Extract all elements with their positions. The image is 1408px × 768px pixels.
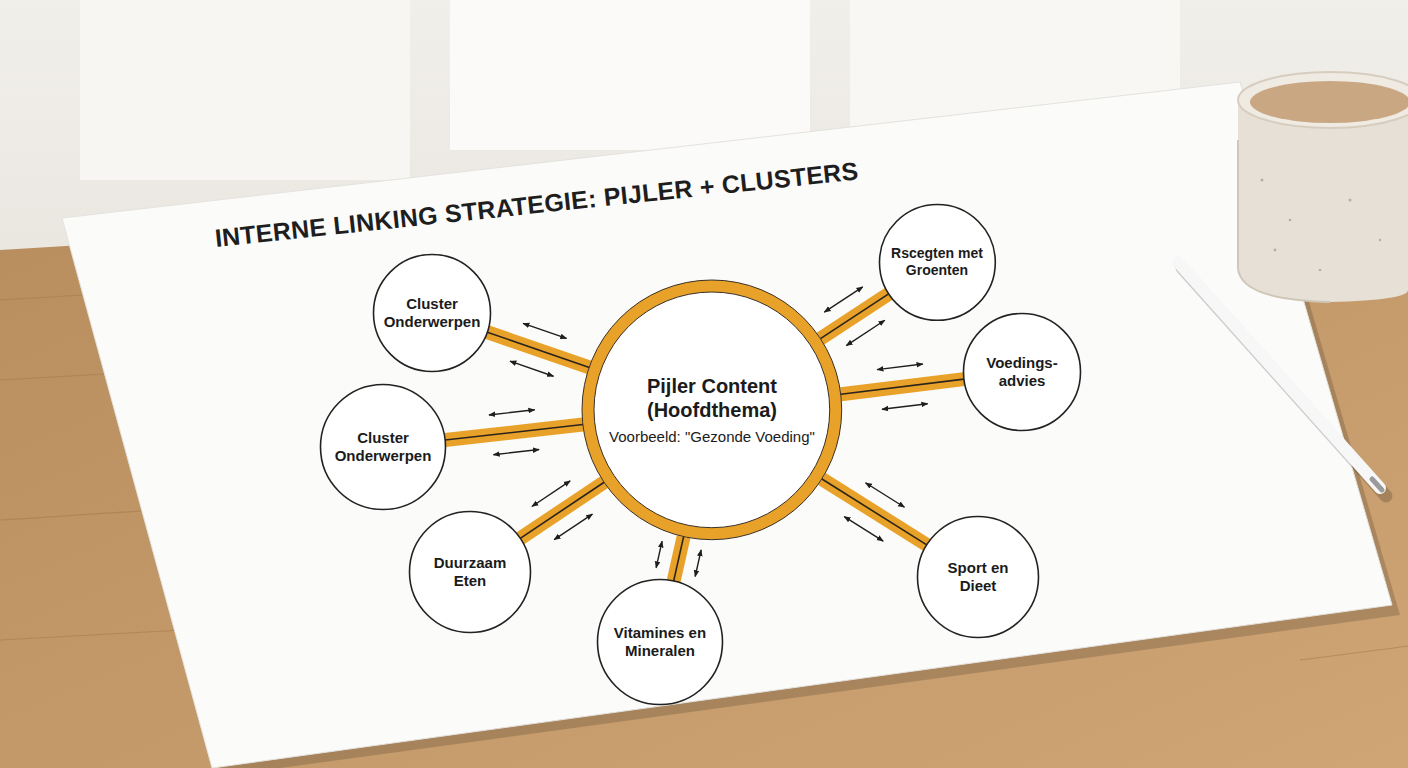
pillar-ring xyxy=(588,286,836,534)
pillar-circle: Pijler Content (Hoofdthema) Voorbeeld: "G… xyxy=(580,278,844,542)
text-wrap: Cluster Onderwerpen xyxy=(332,429,434,465)
direction-arrow xyxy=(824,287,862,312)
connector-band xyxy=(820,294,888,339)
text-wrap: Pijler Content (Hoofdthema) Voorbeeld: "G… xyxy=(607,374,818,446)
connector-band xyxy=(674,537,684,581)
direction-arrow xyxy=(866,483,905,507)
connector-core xyxy=(674,537,684,581)
link-connector xyxy=(487,323,589,376)
cluster-circle: Voedings- advies xyxy=(962,312,1082,432)
pillar-heading: Pijler Content (Hoofdthema) xyxy=(607,374,818,422)
cluster-outline xyxy=(374,255,491,372)
cluster-label: Vitamines en Mineralen xyxy=(609,624,711,660)
connector-core xyxy=(822,479,927,545)
link-connector xyxy=(520,481,604,540)
cluster-label: Cluster Onderwerpen xyxy=(384,295,481,331)
text-wrap: Duurzaam Eten xyxy=(420,554,519,590)
cluster-label: Sport en Dieet xyxy=(928,559,1027,595)
link-connector xyxy=(820,287,888,346)
paper-sheet xyxy=(62,82,1392,768)
cluster-outline xyxy=(879,204,995,320)
direction-arrow xyxy=(882,404,928,410)
cup-shade xyxy=(1238,140,1330,302)
direction-arrow xyxy=(532,481,570,507)
link-connector xyxy=(656,537,701,581)
text-wrap: Sport en Dieet xyxy=(928,559,1027,595)
direction-arrow xyxy=(554,514,592,540)
direction-arrow xyxy=(846,320,884,345)
cluster-circle: Duurzaam Eten xyxy=(408,510,532,634)
connector-core xyxy=(520,482,604,538)
connector-core xyxy=(820,294,888,339)
text-wrap: Vitamines en Mineralen xyxy=(609,624,711,660)
link-connector xyxy=(445,410,583,455)
cluster-label: Rscegten met Groenten xyxy=(889,245,984,279)
cluster-circle: Cluster Onderwerpen xyxy=(319,383,447,511)
cluster-circle: Sport en Dieet xyxy=(916,515,1040,639)
connector-band xyxy=(520,482,604,538)
coffee-cup xyxy=(1238,100,1408,302)
direction-arrow xyxy=(877,364,923,370)
connector-band xyxy=(445,425,583,441)
cluster-circle: Vitamines en Mineralen xyxy=(596,578,724,706)
direction-arrow xyxy=(523,323,566,338)
pillar-example: Voorbeeld: "Gezonde Voeding" xyxy=(609,428,815,446)
cluster-outline xyxy=(918,517,1039,638)
connector-band xyxy=(822,479,927,545)
connector-core xyxy=(487,332,589,367)
direction-arrow xyxy=(844,517,883,541)
text-wrap: Cluster Onderwerpen xyxy=(384,295,480,331)
direction-arrow xyxy=(510,361,553,376)
text-wrap: Rscegten met Groenten xyxy=(889,245,984,279)
cluster-label: Duurzaam Eten xyxy=(420,554,519,590)
direction-arrow xyxy=(493,450,539,455)
cluster-circle: Rscegten met Groenten xyxy=(878,203,997,322)
window-pane xyxy=(80,0,410,180)
connector-band xyxy=(487,332,589,367)
cluster-outline xyxy=(410,512,531,633)
coffee xyxy=(1250,81,1408,123)
cluster-label: Voedings- advies xyxy=(974,354,1070,390)
cup-speckles xyxy=(1261,179,1382,272)
link-connector xyxy=(841,364,964,409)
cluster-outline xyxy=(598,580,723,705)
direction-arrow xyxy=(695,550,701,577)
text-wrap: Voedings- advies xyxy=(974,354,1070,390)
ring-outline xyxy=(594,292,830,528)
cluster-label: Cluster Onderwerpen xyxy=(332,429,434,465)
direction-arrow xyxy=(656,541,662,568)
cluster-circle: Cluster Onderwerpen xyxy=(372,253,492,373)
pen-tip xyxy=(1372,479,1382,490)
ring-outline xyxy=(582,280,842,540)
cluster-outline xyxy=(964,314,1081,431)
direction-arrow xyxy=(489,410,535,415)
connector-core xyxy=(841,379,964,394)
connector-band xyxy=(841,379,964,394)
cluster-outline xyxy=(321,385,446,510)
connector-core xyxy=(445,425,583,441)
cup-rim xyxy=(1238,72,1408,128)
link-connector xyxy=(822,479,927,545)
window-pane xyxy=(450,0,810,150)
